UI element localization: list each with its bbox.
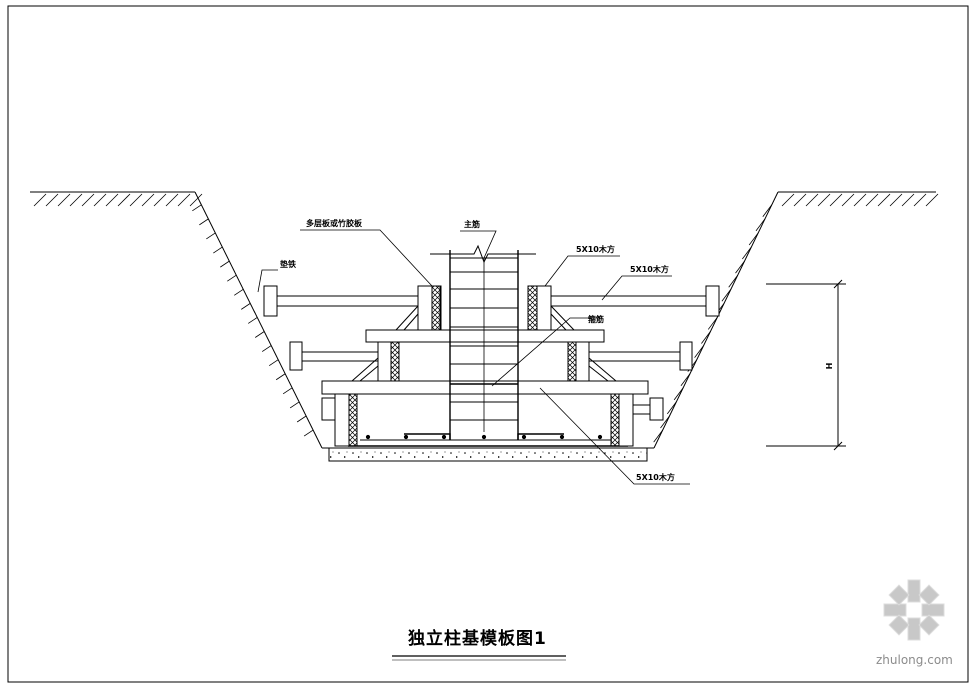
drawing-frame xyxy=(7,5,969,683)
ground-right xyxy=(653,191,939,449)
label-timber-3: 5X10木方 xyxy=(636,472,675,482)
ground-left xyxy=(30,191,323,449)
watermark-logo-icon xyxy=(883,579,945,641)
label-multilayer-board: 多层板或竹胶板 xyxy=(306,218,363,228)
leader-lines xyxy=(257,229,690,485)
column-rebar xyxy=(360,244,612,441)
watermark-text: zhulong.com xyxy=(876,653,953,667)
label-main-rebar: 主筋 xyxy=(464,219,480,229)
label-pad-iron: 垫铁 xyxy=(280,259,296,269)
label-stirrup: 箍筋 xyxy=(588,314,604,324)
label-timber-1: 5X10木方 xyxy=(576,244,615,254)
height-dimension xyxy=(766,279,846,451)
label-timber-2: 5X10木方 xyxy=(630,264,669,274)
board-bottom-left xyxy=(348,393,358,447)
height-label: H xyxy=(825,363,834,370)
concrete-cushion xyxy=(322,447,654,462)
drawing-title: 独立柱基模板图1 xyxy=(408,628,547,649)
board-bottom-right xyxy=(610,393,620,447)
timber-battens xyxy=(321,285,649,447)
struts xyxy=(263,285,720,421)
